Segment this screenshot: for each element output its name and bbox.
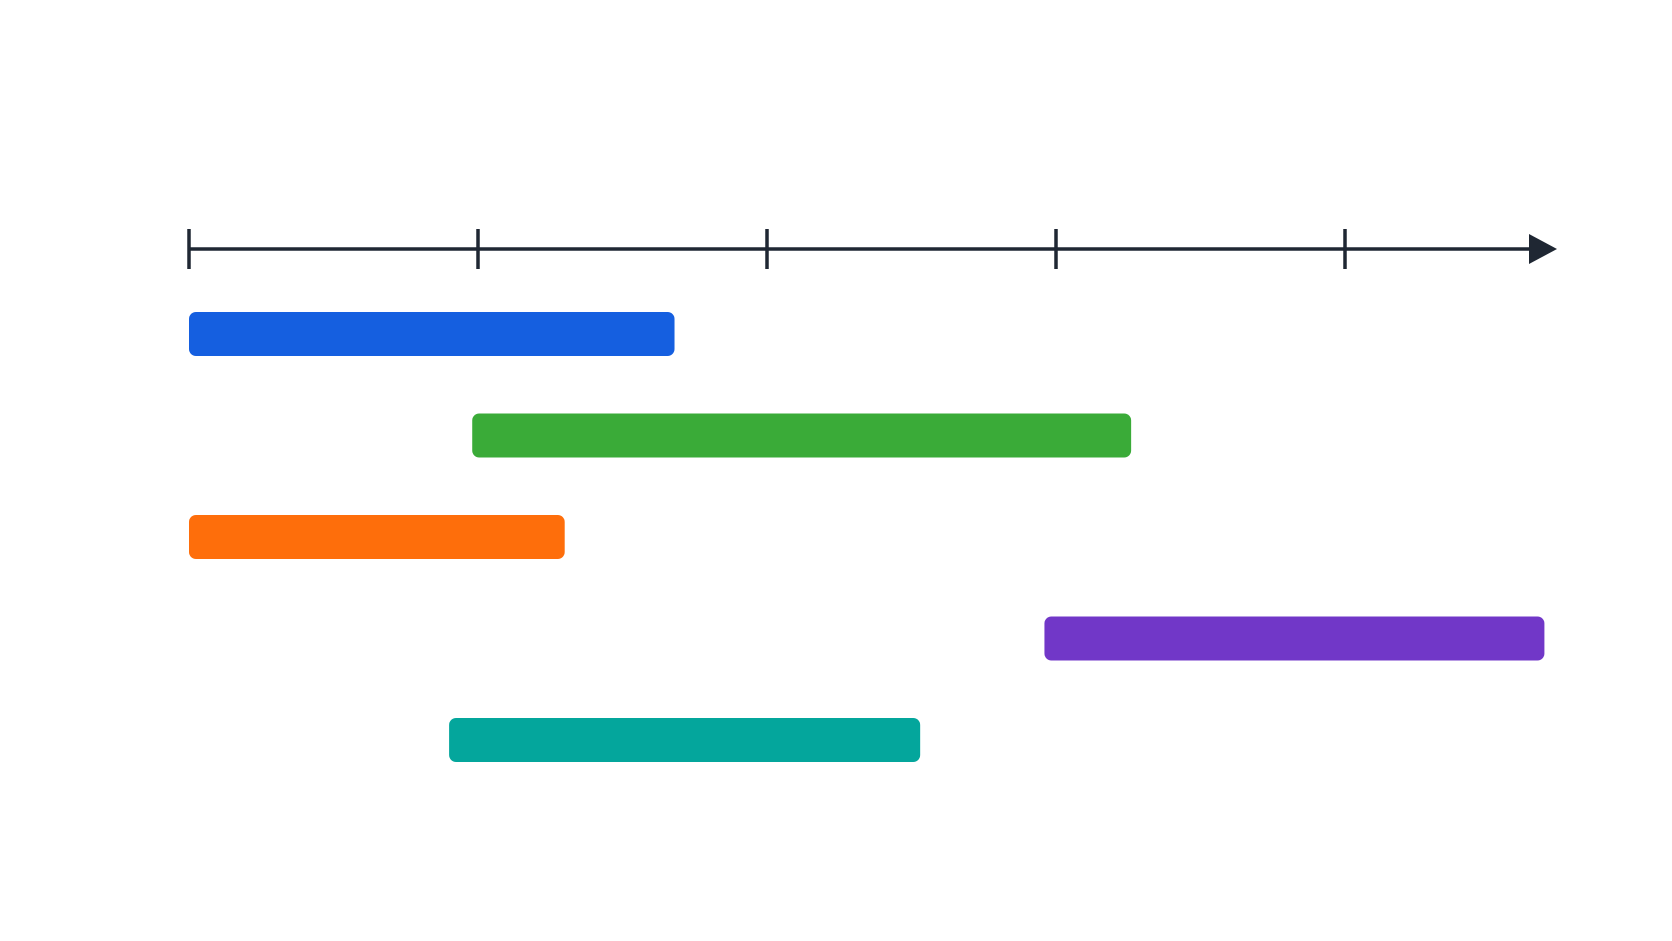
bar-3 <box>189 515 565 559</box>
bar-5 <box>449 718 921 762</box>
bar-1 <box>189 312 675 356</box>
axis-arrow-icon <box>1529 234 1557 264</box>
bar-4 <box>1044 616 1545 661</box>
time-axis <box>187 229 1557 269</box>
bars-group <box>189 312 1545 762</box>
bar-2 <box>472 413 1132 458</box>
